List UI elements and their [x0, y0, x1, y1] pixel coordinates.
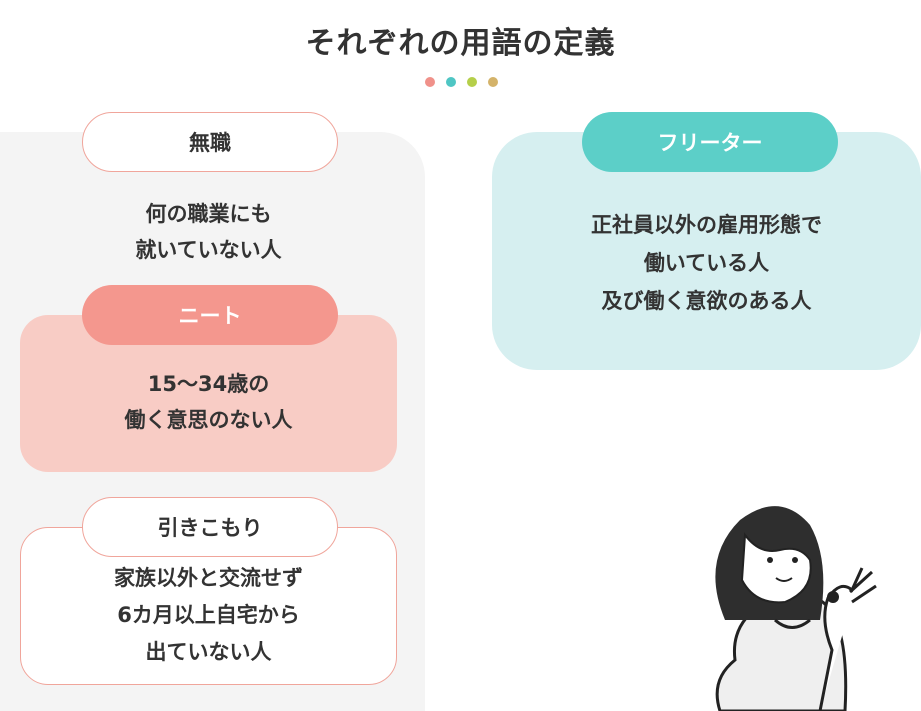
neet-definition: 15〜34歳の 働く意思のない人 [20, 366, 397, 438]
hikikomori-definition: 家族以外と交流せず 6カ月以上自宅から 出ていない人 [20, 560, 397, 671]
definition-line: 出ていない人 [145, 640, 272, 664]
mushoku-label: 無職 [82, 112, 338, 172]
decor-dot-green [467, 77, 477, 87]
hikikomori-label: 引きこもり [82, 497, 338, 557]
definition-line: 就いていない人 [135, 238, 282, 262]
decor-dot-pink [425, 77, 435, 87]
woman-ok-sign-illustration [715, 506, 877, 711]
freeter-definition: 正社員以外の雇用形態で 働いている人 及び働く意欲のある人 [492, 206, 921, 320]
definition-line: 正社員以外の雇用形態で [591, 213, 822, 237]
neet-label: ニート [82, 285, 338, 345]
definition-line: 6カ月以上自宅から [117, 603, 300, 627]
definition-line: 家族以外と交流せず [114, 566, 303, 590]
freeter-label: フリーター [582, 112, 838, 172]
decor-dot-teal [446, 77, 456, 87]
definition-line: 働く意思のない人 [124, 408, 293, 432]
page-title: それぞれの用語の定義 [305, 26, 616, 61]
definition-line: 及び働く意欲のある人 [601, 289, 812, 313]
definition-line: 働いている人 [643, 251, 770, 275]
definition-line: 何の職業にも [145, 202, 272, 226]
decor-dot-gold [488, 77, 498, 87]
definition-line: 15〜34歳の [147, 372, 270, 396]
mushoku-definition: 何の職業にも 就いていない人 [20, 196, 397, 268]
